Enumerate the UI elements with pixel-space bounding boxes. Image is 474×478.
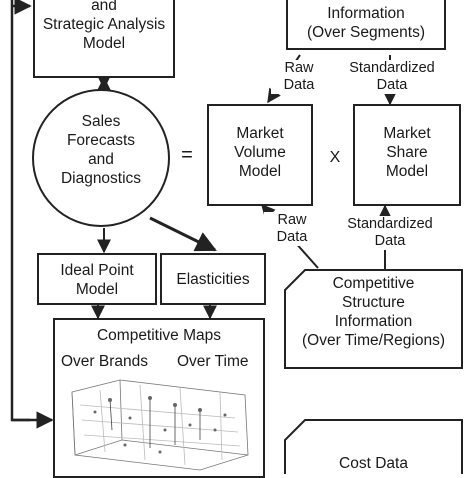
standardized-data-bottom-label: Standardized Data bbox=[334, 216, 446, 250]
standardized-top-line2: Data bbox=[376, 77, 408, 93]
raw-data-bottom-label: Raw Data bbox=[264, 212, 320, 246]
competitive-structure-line4: (Over Time/Regions) bbox=[302, 332, 445, 349]
ideal-point-line1: Ideal Point bbox=[60, 262, 134, 279]
competitive-maps-box: Competitive Maps Over Brands Over Time bbox=[53, 318, 265, 478]
standardized-bottom-line1: Standardized bbox=[347, 216, 433, 232]
competitive-structure-text: Competitive Structure Information (Over … bbox=[285, 274, 462, 350]
sales-line2: Forecasts bbox=[66, 132, 136, 149]
market-volume-line2: Volume bbox=[234, 144, 286, 161]
sales-line4: Diagnostics bbox=[60, 170, 142, 187]
competitive-maps-title: Competitive Maps bbox=[96, 327, 222, 344]
competitive-structure-line1: Competitive bbox=[332, 275, 415, 292]
sales-line3: and bbox=[88, 151, 114, 168]
standardized-top-line1: Standardized bbox=[349, 60, 435, 76]
market-share-model-box: Market Share Model bbox=[353, 104, 461, 206]
market-volume-line3: Model bbox=[238, 163, 282, 180]
elasticities-box: Elasticities bbox=[160, 253, 266, 305]
competitive-map-chart bbox=[71, 379, 249, 471]
segments-information-box: Information (Over Segments) bbox=[286, 0, 446, 50]
equals-sign: = bbox=[181, 144, 193, 166]
standardized-bottom-line2: Data bbox=[374, 233, 406, 249]
market-share-line2: Share bbox=[386, 144, 428, 161]
elasticities-label: Elasticities bbox=[176, 271, 250, 288]
strategic-line3: Model bbox=[82, 35, 126, 52]
competitive-maps-over-time: Over Time bbox=[177, 353, 249, 370]
competitive-structure-line2: Structure bbox=[342, 294, 405, 311]
raw-data-bottom-line1: Raw bbox=[277, 212, 307, 228]
market-share-line3: Model bbox=[385, 163, 429, 180]
cost-data-label: Cost Data bbox=[339, 455, 408, 472]
cost-data-shape bbox=[284, 419, 463, 474]
market-volume-model-box: Market Volume Model bbox=[207, 104, 313, 206]
arrow-forecasts-to-elasticities bbox=[149, 216, 217, 252]
market-volume-line1: Market bbox=[236, 125, 284, 142]
competitive-structure-line3: Information bbox=[334, 313, 413, 330]
segments-info-line1: Information bbox=[327, 5, 405, 22]
ideal-point-line2: Model bbox=[75, 281, 119, 298]
sales-forecasts-text: Sales Forecasts and Diagnostics bbox=[41, 112, 161, 188]
feedback-line-left bbox=[10, 0, 30, 422]
competitive-map-points bbox=[93, 396, 227, 454]
sales-line1: Sales bbox=[81, 113, 121, 130]
raw-data-top-label: Raw Data bbox=[271, 60, 327, 94]
ideal-point-model-box: Ideal Point Model bbox=[37, 253, 157, 305]
times-sign: X bbox=[329, 149, 341, 166]
raw-data-top-line2: Data bbox=[283, 77, 315, 93]
raw-data-top-line1: Raw bbox=[284, 60, 314, 76]
raw-data-bottom-line2: Data bbox=[276, 229, 308, 245]
strategic-line1: and bbox=[91, 0, 117, 14]
competitive-structure-shape bbox=[284, 269, 463, 369]
strategic-analysis-model-box: and Strategic Analysis Model bbox=[33, 0, 175, 78]
standardized-data-top-label: Standardized Data bbox=[336, 60, 448, 94]
strategic-line2: Strategic Analysis bbox=[42, 16, 166, 33]
market-share-line1: Market bbox=[383, 125, 431, 142]
competitive-maps-over-brands: Over Brands bbox=[61, 353, 149, 370]
segments-info-line2: (Over Segments) bbox=[306, 24, 425, 41]
